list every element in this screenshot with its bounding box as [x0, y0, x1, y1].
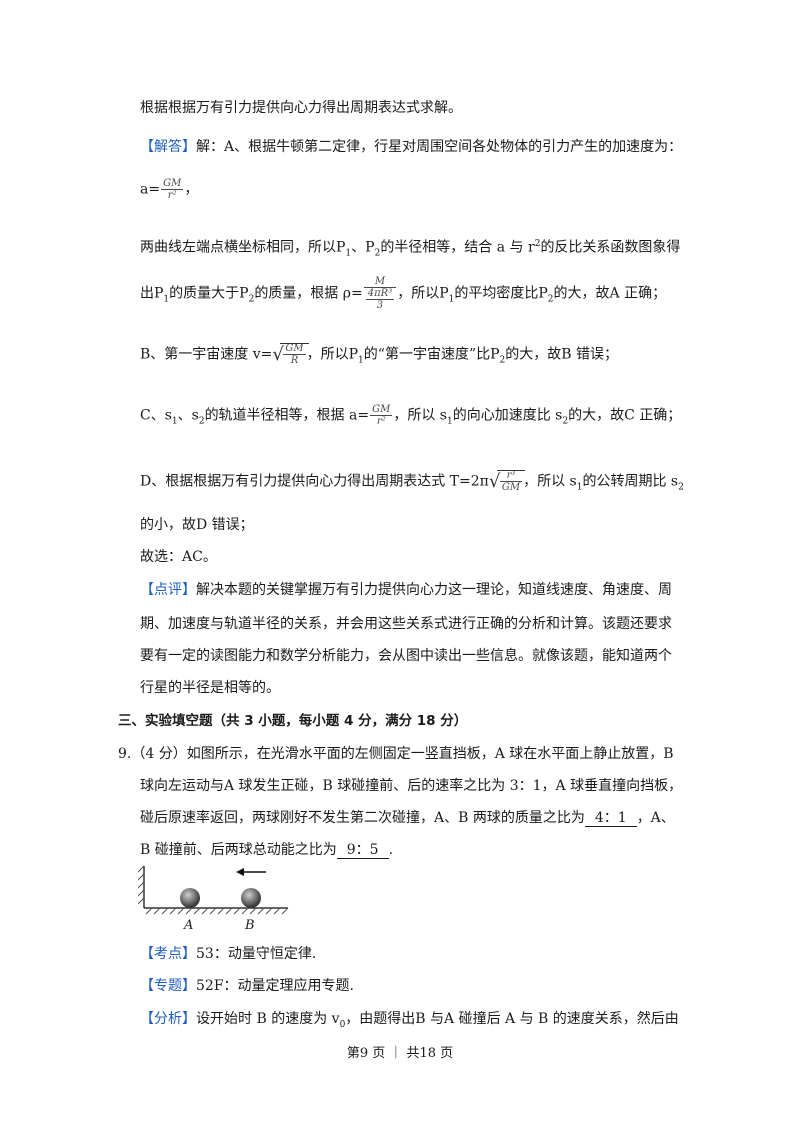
page-footer: 第9 页 ｜ 共18 页: [346, 1046, 454, 1061]
section-heading: 三、实验填空题（共 3 小题，每小题 4 分，满分 18 分）: [118, 713, 468, 729]
comment-tag: 【点评】: [140, 582, 196, 598]
label-b: B: [244, 918, 255, 933]
answer-blank-mass-ratio: 4：1: [584, 810, 637, 827]
answer-line-d2: 的小，故D 错误；: [140, 517, 254, 533]
answer-line-1: 【解答】解：A、根据牛顿第二定律，行星对周围空间各处物体的引力产生的加速度为：: [140, 139, 683, 155]
arrow-head-icon: [236, 868, 244, 876]
comment-line-1: 【点评】解决本题的关键掌握万有引力提供向心力这一理论，知道线速度、角速度、周: [140, 582, 672, 598]
question-9-line-1: 9.（4 分）如图所示，在光滑水平面的左侧固定一竖直挡板，A 球在水平面上静止放…: [118, 746, 674, 762]
comment-line-3: 要有一定的读图能力和数学分析能力，会从图中读出一些信息。就像该题，能知道两个: [140, 648, 672, 664]
label-a: A: [183, 918, 193, 933]
answer-blank-energy-ratio: 9：5: [336, 842, 389, 859]
ball-b: [241, 888, 261, 908]
ball-a: [180, 888, 200, 908]
fenxi-line: 【分析】设开始时 B 的速度为 v0，由题得出B 与A 碰撞后 A 与 B 的速…: [140, 1011, 679, 1030]
answer-line-3: 两曲线左端点横坐标相同，所以P1、P2的半径相等，结合 a 与 r2的反比关系函…: [140, 239, 681, 259]
zhuanti-tag: 【专题】: [140, 978, 196, 994]
wall-hatching: [138, 865, 145, 905]
answer-choice: 故选：AC。: [140, 549, 217, 565]
comment-line-4: 行星的半径是相等的。: [140, 680, 280, 696]
answer-tag: 【解答】: [140, 139, 196, 155]
question-9-line-2: 球向左运动与A 球发生正碰，B 球碰撞前、后的速率之比为 3：1，A 球垂直撞向…: [140, 778, 683, 794]
line-1: 根据根据万有引力提供向心力得出周期表达式求解。: [140, 100, 462, 116]
kaodian-line: 【考点】53：动量守恒定律.: [140, 946, 317, 962]
floor-hatching: [145, 907, 289, 915]
kaodian-tag: 【考点】: [140, 946, 196, 962]
collision-figure: A B: [138, 865, 289, 933]
fenxi-tag: 【分析】: [140, 1011, 196, 1027]
zhuanti-line: 【专题】52F：动量定理应用专题.: [140, 978, 354, 994]
comment-line-2: 期、加速度与轨道半径的关系，并会用这些关系式进行正确的分析和计算。该题还要求: [140, 616, 672, 632]
